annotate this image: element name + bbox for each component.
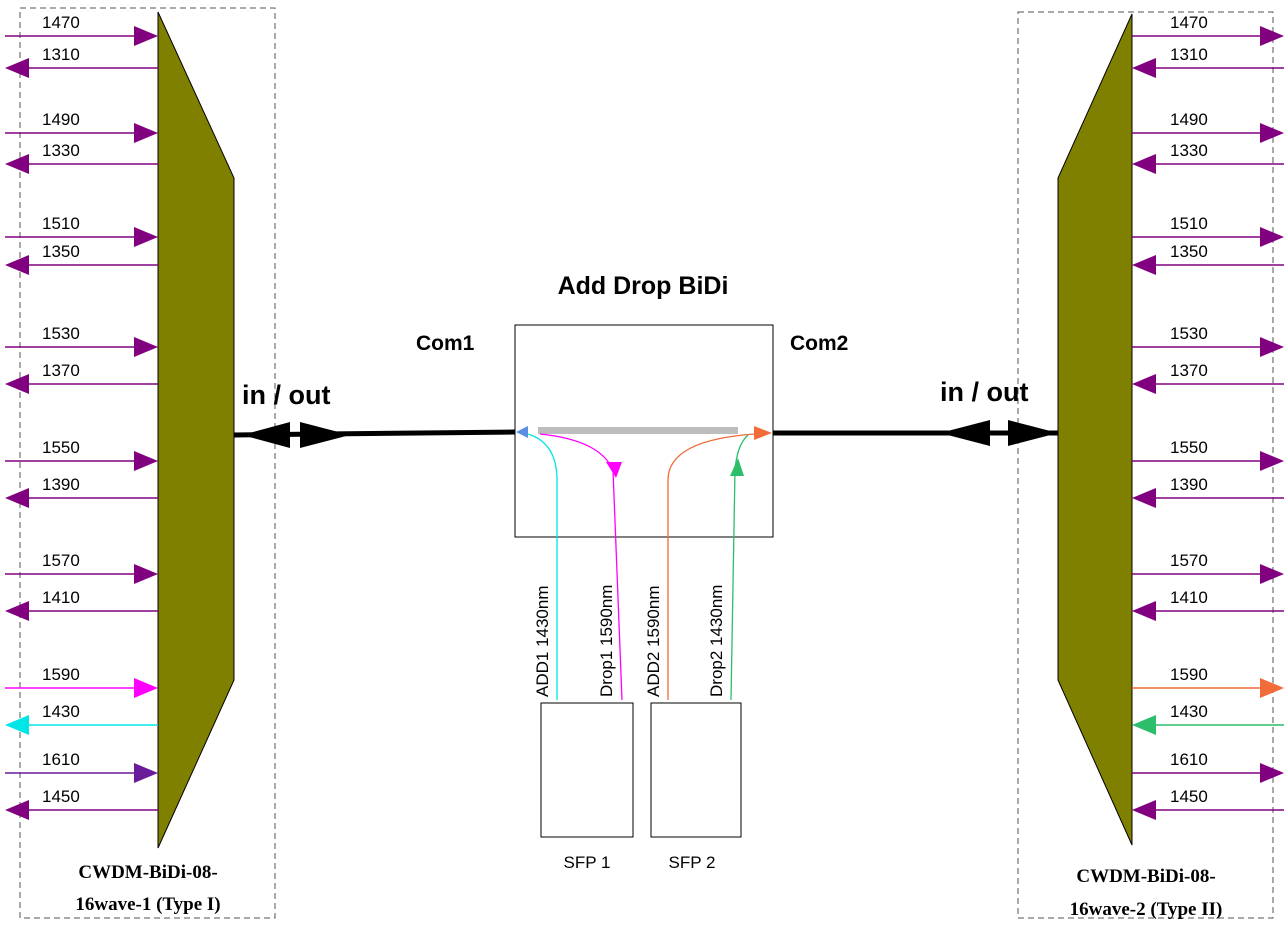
left-in-arrow-1530 (5, 337, 158, 357)
right-in-arrow-1530 (1132, 337, 1284, 357)
right-in-arrow-1570 (1132, 564, 1284, 584)
right-in-arrow-1590 (1132, 678, 1284, 698)
right-out-label-1310: 1310 (1170, 45, 1208, 64)
drop1-arrowhead (606, 462, 622, 478)
right-in-arrow-1490 (1132, 123, 1284, 143)
left-in-arrow-1590 (5, 678, 158, 698)
right-out-arrow-1390 (1132, 488, 1284, 508)
right-mux-label-line1: CWDM-BiDi-08- (1076, 866, 1215, 887)
left-in-arrow-1510 (5, 227, 158, 247)
drop2-port-label: Drop2 1430nm (707, 585, 726, 697)
right-out-arrow-1450 (1132, 800, 1284, 820)
left-in-label-1550: 1550 (42, 438, 80, 457)
splitter-bar (538, 427, 738, 434)
right-out-arrow-1410 (1132, 601, 1284, 621)
add1-arrowhead (516, 426, 528, 438)
right-mux-label-line2: 16wave-2 (Type II) (1070, 899, 1223, 920)
left-out-label-1310: 1310 (42, 45, 80, 64)
left-out-arrow-1310 (5, 58, 158, 78)
right-out-arrow-1310 (1132, 58, 1284, 78)
left-in-label-1610: 1610 (42, 750, 80, 769)
right-out-arrow-1430 (1132, 715, 1284, 735)
right-out-label-1370: 1370 (1170, 361, 1208, 380)
add2-port-label: ADD2 1590nm (644, 585, 663, 697)
left-in-label-1490: 1490 (42, 110, 80, 129)
left-mux-frame (19, 7, 276, 919)
left-in-label-1470: 1470 (42, 13, 80, 32)
left-in-label-1530: 1530 (42, 324, 80, 343)
left-out-arrow-1390 (5, 488, 158, 508)
drop1-port-label: Drop1 1590nm (597, 585, 616, 697)
left-out-arrow-1330 (5, 154, 158, 174)
left-out-label-1350: 1350 (42, 242, 80, 261)
add2-path (667, 433, 756, 700)
right-in-label-1470: 1470 (1170, 13, 1208, 32)
right-mux-trapezoid (1057, 13, 1133, 846)
sfp1-label: SFP 1 (564, 853, 611, 872)
left-in-arrow-1610 (5, 763, 158, 783)
left-out-arrow-1370 (5, 374, 158, 394)
left-out-label-1430: 1430 (42, 702, 80, 721)
left-in-arrow-1550 (5, 451, 158, 471)
right-in-arrow-1550 (1132, 451, 1284, 471)
right-out-arrow-1370 (1132, 374, 1284, 394)
sfp2-box (650, 702, 742, 838)
left-out-label-1450: 1450 (42, 787, 80, 806)
left-in-arrow-1490 (5, 123, 158, 143)
right-out-label-1430: 1430 (1170, 702, 1208, 721)
right-out-label-1330: 1330 (1170, 141, 1208, 160)
left-channel-arrows: 1470 1310 1490 1330 1510 1350 1530 1370 1550 1390… (5, 13, 158, 820)
right-out-label-1410: 1410 (1170, 588, 1208, 607)
left-out-arrow-1410 (5, 601, 158, 621)
right-in-label-1490: 1490 (1170, 110, 1208, 129)
left-out-arrow-1450 (5, 800, 158, 820)
right-in-label-1510: 1510 (1170, 214, 1208, 233)
right-in-label-1550: 1550 (1170, 438, 1208, 457)
right-in-label-1610: 1610 (1170, 750, 1208, 769)
left-bidi-arrow (242, 422, 350, 448)
left-in-arrow-1470 (5, 26, 158, 46)
right-bidi-arrow (940, 420, 1058, 446)
left-out-label-1410: 1410 (42, 588, 80, 607)
sfp1-box (540, 702, 634, 838)
com2-label: Com2 (790, 332, 848, 355)
right-out-arrow-1350 (1132, 255, 1284, 275)
left-in-label-1590: 1590 (42, 665, 80, 684)
drop2-arrowhead (730, 458, 744, 476)
right-in-arrow-1510 (1132, 227, 1284, 247)
right-in-arrow-1470 (1132, 26, 1284, 46)
left-mux-trapezoid (157, 11, 235, 849)
diagram-title: Add Drop BiDi (558, 272, 729, 300)
right-in-arrow-1610 (1132, 763, 1284, 783)
left-out-arrow-1350 (5, 255, 158, 275)
right-out-arrow-1330 (1132, 154, 1284, 174)
left-in-label-1570: 1570 (42, 551, 80, 570)
left-in-arrow-1570 (5, 564, 158, 584)
right-in-out-label: in / out (940, 377, 1028, 407)
add2-arrowhead (754, 426, 772, 440)
left-out-arrow-1430 (5, 715, 158, 735)
left-in-label-1510: 1510 (42, 214, 80, 233)
right-out-label-1450: 1450 (1170, 787, 1208, 806)
left-out-label-1390: 1390 (42, 475, 80, 494)
right-in-label-1590: 1590 (1170, 665, 1208, 684)
right-in-label-1530: 1530 (1170, 324, 1208, 343)
right-channel-arrows: 1470 1310 1490 1330 1510 1350 1530 1370 1550 1390… (1132, 13, 1284, 820)
left-mux-label-line2: 16wave-1 (Type I) (75, 894, 220, 915)
right-out-label-1350: 1350 (1170, 242, 1208, 261)
left-out-label-1370: 1370 (42, 361, 80, 380)
right-out-label-1390: 1390 (1170, 475, 1208, 494)
com1-label: Com1 (416, 332, 475, 355)
sfp2-label: SFP 2 (669, 853, 716, 872)
right-mux-frame (1017, 11, 1274, 919)
left-out-label-1330: 1330 (42, 141, 80, 160)
left-in-out-label: in / out (242, 380, 330, 410)
left-mux-label-line1: CWDM-BiDi-08- (78, 862, 217, 883)
add1-port-label: ADD1 1430nm (533, 585, 552, 697)
right-in-label-1570: 1570 (1170, 551, 1208, 570)
